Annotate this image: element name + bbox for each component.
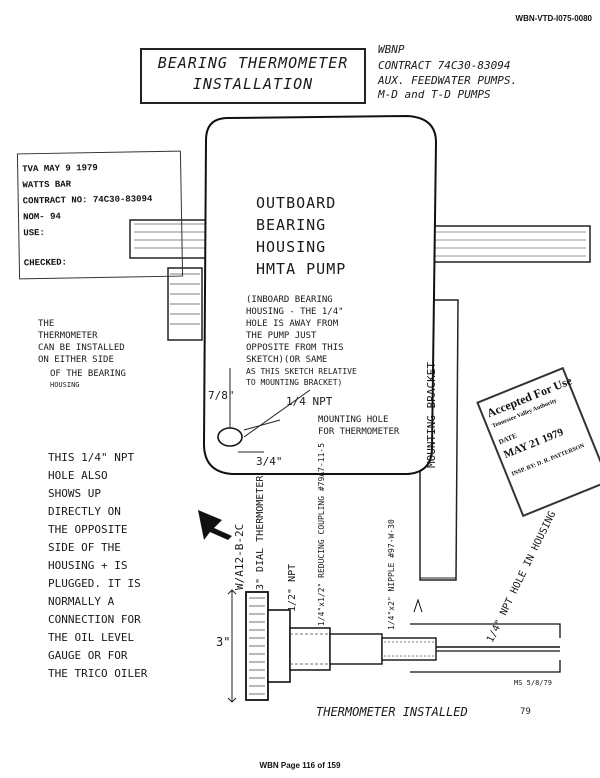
left-line-6: HOUSING xyxy=(50,381,80,389)
tva-received-stamp: TVA MAY 9 1979 WATTS BAR CONTRACT NO: 74… xyxy=(16,150,184,280)
big-line-2: HOLE ALSO xyxy=(48,469,108,482)
inboard-line-4: THE PUMP JUST xyxy=(246,331,317,341)
left-line-4: ON EITHER SIDE xyxy=(38,355,114,365)
stamp-line-2: WATTS BAR xyxy=(22,179,72,191)
housing-line-4: HMTA PUMP xyxy=(256,260,347,278)
bearing-housing xyxy=(202,114,438,475)
left-line-2: THERMOMETER xyxy=(38,331,98,341)
page-footer: WBN Page 116 of 159 xyxy=(259,761,341,770)
housing-line-3: HOUSING xyxy=(256,238,327,256)
corner-number: 79 xyxy=(520,707,531,717)
title-line-1: BEARING THERMOMETER xyxy=(157,54,349,72)
shaft-right xyxy=(429,225,591,263)
coupling-label: 1/4"x1/2" REDUCING COUPLING #79A7-11-5 xyxy=(317,442,326,626)
part-no-label: W/A12-B-2C xyxy=(233,523,246,590)
stamp-line-6: CHECKED: xyxy=(23,257,68,269)
dim-three-inch: 3" xyxy=(216,635,231,649)
inboard-line-1: (INBOARD BEARING xyxy=(246,295,333,305)
big-line-12: GAUGE OR FOR xyxy=(48,649,128,662)
big-line-11: THE OIL LEVEL xyxy=(48,631,135,644)
contract-line-2: CONTRACT 74C30-83094 xyxy=(378,59,511,72)
left-line-1: THE xyxy=(38,319,55,329)
inboard-line-7: AS THIS SKETCH RELATIVE xyxy=(246,367,357,376)
left-note: THE THERMOMETER CAN BE INSTALLED ON EITH… xyxy=(18,319,198,400)
big-line-3: SHOWS UP xyxy=(48,487,101,500)
initials: MS 5/8/79 xyxy=(514,679,552,687)
big-line-7: HOUSING + IS xyxy=(48,559,128,572)
housing-label: OUTBOARD BEARING HOUSING HMTA PUMP xyxy=(256,194,416,292)
inboard-note: (INBOARD BEARING HOUSING - THE 1/4" HOLE… xyxy=(246,295,426,396)
inboard-line-3: HOLE IS AWAY FROM xyxy=(246,319,339,329)
housing-line-1: OUTBOARD xyxy=(256,194,337,212)
big-line-1: THIS 1/4" NPT xyxy=(48,451,135,464)
pointer-arrow xyxy=(198,510,232,540)
contract-line-4: M-D and T-D PUMPS xyxy=(378,88,491,101)
inboard-line-2: HOUSING - THE 1/4" xyxy=(246,307,344,317)
stamp-line-5: USE: xyxy=(23,227,46,239)
big-line-10: CONNECTION FOR xyxy=(48,613,141,626)
title-box: BEARING THERMOMETER INSTALLATION xyxy=(140,48,366,104)
big-line-4: DIRECTLY ON xyxy=(48,505,121,518)
big-line-8: PLUGGED. IT IS xyxy=(48,577,141,590)
big-note: THIS 1/4" NPT HOLE ALSO SHOWS UP DIRECTL… xyxy=(48,452,228,692)
installed-label: THERMOMETER INSTALLED xyxy=(316,705,468,719)
stamp-line-1: TVA MAY 9 1979 xyxy=(22,163,98,175)
title-line-2: INSTALLATION xyxy=(192,75,314,93)
big-line-13: THE TRICO OILER xyxy=(48,667,148,680)
contract-line-1: WBNP xyxy=(378,43,405,56)
left-line-3: CAN BE INSTALLED xyxy=(38,343,125,353)
bracket-label: MOUNTING BRACKET xyxy=(425,362,438,468)
stamp-line-3: CONTRACT NO: 74C30-83094 xyxy=(22,194,153,207)
dim-npt: 1/4 NPT xyxy=(286,395,333,408)
shaft-left xyxy=(129,219,211,259)
stamp-line-4: NOM- 94 xyxy=(22,211,61,223)
mounting-hole xyxy=(217,427,243,447)
big-line-6: SIDE OF THE xyxy=(48,541,121,554)
housing-line-2: BEARING xyxy=(256,216,327,234)
contract-line-3: AUX. FEEDWATER PUMPS. xyxy=(378,74,518,87)
inboard-line-6: SKETCH)(OR SAME xyxy=(246,355,328,365)
half-npt-label: 1/2" NPT xyxy=(287,563,298,612)
big-line-9: NORMALLY A xyxy=(48,595,115,608)
big-line-5: THE OPPOSITE xyxy=(48,523,128,536)
mounting-hole-line-2: FOR THERMOMETER xyxy=(318,427,400,437)
document-id: WBN-VTD-I075-0080 xyxy=(515,14,592,23)
dim-three-quarters: 3/4" xyxy=(256,455,283,468)
nipple-label: 1/4"x2" NIPPLE #97-W-30 xyxy=(387,519,396,630)
dim-seven-eighths: 7/8" xyxy=(208,389,235,402)
left-line-5: OF THE BEARING xyxy=(50,369,126,379)
inboard-line-5: OPPOSITE FROM THIS xyxy=(246,343,344,353)
inboard-line-8: TO MOUNTING BRACKET) xyxy=(246,378,343,387)
dial-thermometer-label: 3" DIAL THERMOMETER xyxy=(255,475,266,590)
mounting-hole-line-1: MOUNTING HOLE xyxy=(318,415,389,425)
